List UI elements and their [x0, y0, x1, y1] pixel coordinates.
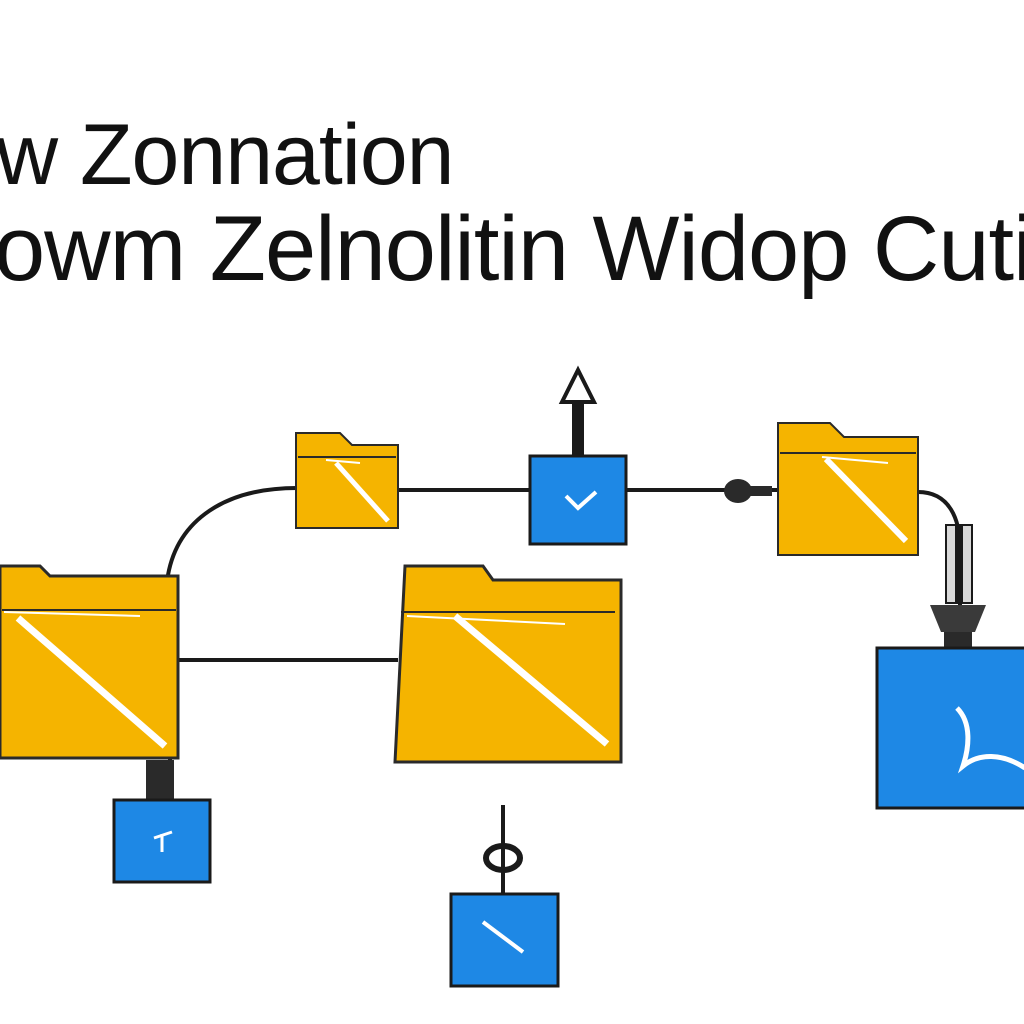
plug-connector-icon	[483, 843, 523, 873]
plug-connector-icon	[146, 760, 174, 802]
plug-connector-icon	[930, 524, 986, 648]
title-line-2-prefix: owm	[0, 198, 186, 300]
folder-icon[interactable]	[295, 432, 399, 529]
folder-icon[interactable]	[0, 564, 180, 760]
title-line-1: w Zonnation	[0, 112, 455, 198]
up-arrow-icon	[558, 365, 598, 455]
line-left-folder-to-top-folder	[166, 486, 298, 576]
folder-icon[interactable]	[393, 564, 623, 764]
blue-window-icon[interactable]	[449, 892, 560, 988]
title-line-2-main: Zelnolitin Widop Cuti	[185, 198, 1024, 300]
folder-icon[interactable]	[777, 422, 919, 556]
title-line-1-text: w Zonnation	[0, 107, 455, 203]
plug-connector-icon	[724, 479, 772, 503]
blue-window-icon[interactable]	[528, 454, 628, 546]
blue-window-icon[interactable]	[875, 646, 1024, 810]
title-line-2: owm Zelnolitin Widop Cuti	[0, 203, 1024, 295]
blue-window-icon[interactable]	[112, 798, 212, 884]
